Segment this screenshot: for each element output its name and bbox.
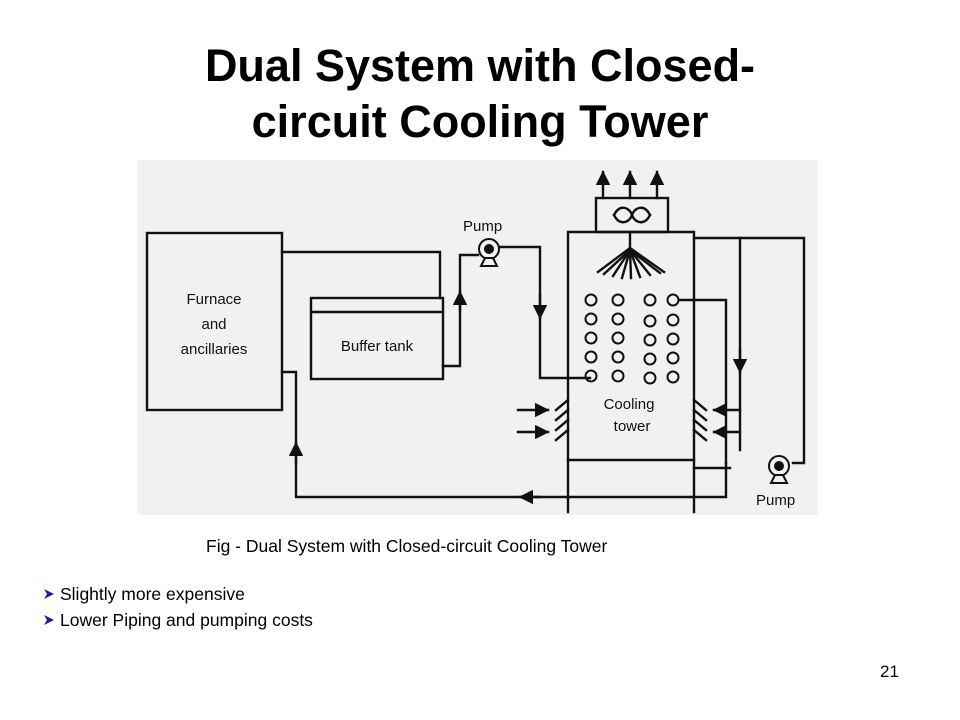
furnace-label-3: ancillaries bbox=[181, 341, 248, 358]
arrow-bullet-icon bbox=[44, 615, 54, 625]
pump-bottom-label: Pump bbox=[756, 492, 795, 509]
cooling-tower-label-2: tower bbox=[614, 418, 651, 435]
pump-top bbox=[478, 238, 500, 267]
slide-title: Dual System with Closed- circuit Cooling… bbox=[80, 38, 880, 150]
bullet-text: Lower Piping and pumping costs bbox=[60, 609, 313, 630]
pump-to-coil-pipe bbox=[498, 245, 592, 380]
spray-water-pipe bbox=[692, 236, 806, 465]
bullet-item: Lower Piping and pumping costs bbox=[42, 607, 313, 633]
title-line-2: circuit Cooling Tower bbox=[251, 96, 709, 147]
furnace-label-2: and bbox=[201, 316, 226, 333]
diagram-background bbox=[138, 160, 818, 515]
title-line-1: Dual System with Closed- bbox=[204, 40, 756, 91]
bullet-list: Slightly more expensive Lower Piping and… bbox=[42, 581, 313, 633]
fan-housing bbox=[594, 196, 670, 234]
arrow-bullet-icon bbox=[44, 589, 54, 599]
bullet-text: Slightly more expensive bbox=[60, 583, 245, 604]
furnace-label-1: Furnace bbox=[186, 291, 241, 308]
furnace-box bbox=[145, 231, 284, 412]
page-number: 21 bbox=[880, 662, 899, 681]
pump-top-label: Pump bbox=[463, 218, 502, 235]
buffer-tank-box bbox=[309, 296, 445, 381]
bullet-item: Slightly more expensive bbox=[42, 581, 313, 607]
figure-caption: Fig - Dual System with Closed-circuit Co… bbox=[206, 536, 608, 556]
pump-bottom bbox=[768, 455, 790, 484]
return-pipe bbox=[280, 370, 728, 499]
cooling-tower-label-1: Cooling bbox=[604, 396, 655, 413]
furnace-to-buffer-pipe bbox=[280, 250, 442, 300]
buffer-tank-label: Buffer tank bbox=[341, 338, 414, 355]
coil-tubes bbox=[584, 293, 680, 385]
